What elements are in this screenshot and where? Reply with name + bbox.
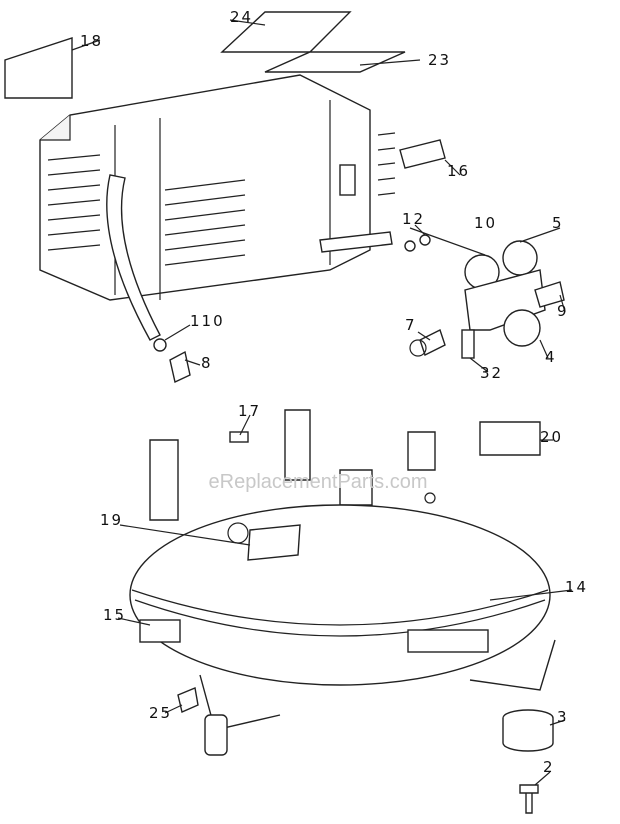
part-24-decal: [220, 11, 352, 53]
part-15-decal: [139, 619, 181, 643]
callout-23: 23: [428, 51, 451, 69]
air-tank: [129, 409, 556, 756]
callout-3: 3: [557, 708, 569, 726]
compressor-motor: [39, 74, 446, 341]
callout-5: 5: [552, 214, 564, 232]
callout-8: 8: [201, 354, 213, 372]
callout-14: 14: [565, 578, 588, 596]
callout-24: 24: [230, 8, 253, 26]
callout-110: 110: [190, 312, 225, 330]
callout-10: 10: [474, 214, 497, 232]
callout-18: 18: [80, 32, 103, 50]
part-14-decal: [407, 629, 489, 653]
callout-labels: 24 23 18 16 12 10 5 9 110 8 7 32 4 17 20…: [80, 8, 588, 776]
part-12-fitting: [419, 234, 431, 246]
callout-16: 16: [447, 162, 470, 180]
part-25-valve: [177, 687, 199, 713]
callout-32: 32: [480, 364, 503, 382]
callout-12: 12: [402, 210, 425, 228]
regulator-manifold: [461, 240, 565, 359]
callout-15: 15: [103, 606, 126, 624]
part-17-block: [229, 431, 249, 443]
part-20-decal: [479, 421, 541, 456]
part-19-decal: [247, 524, 301, 561]
callout-25: 25: [149, 704, 172, 722]
callout-9: 9: [557, 302, 569, 320]
part-18-decal: [4, 37, 73, 99]
part-8-fitting: [169, 350, 191, 384]
part-110-fitting: [153, 338, 167, 352]
callout-7: 7: [405, 316, 417, 334]
watermark: eReplacementParts.com: [209, 471, 428, 493]
part-2-bolt: [519, 784, 539, 814]
callout-4: 4: [545, 348, 557, 366]
callout-17: 17: [238, 402, 261, 420]
callout-2: 2: [543, 758, 555, 776]
part-23-decal: [264, 51, 406, 73]
callout-20: 20: [540, 428, 563, 446]
part-3-foot: [502, 709, 554, 752]
callout-19: 19: [100, 511, 123, 529]
